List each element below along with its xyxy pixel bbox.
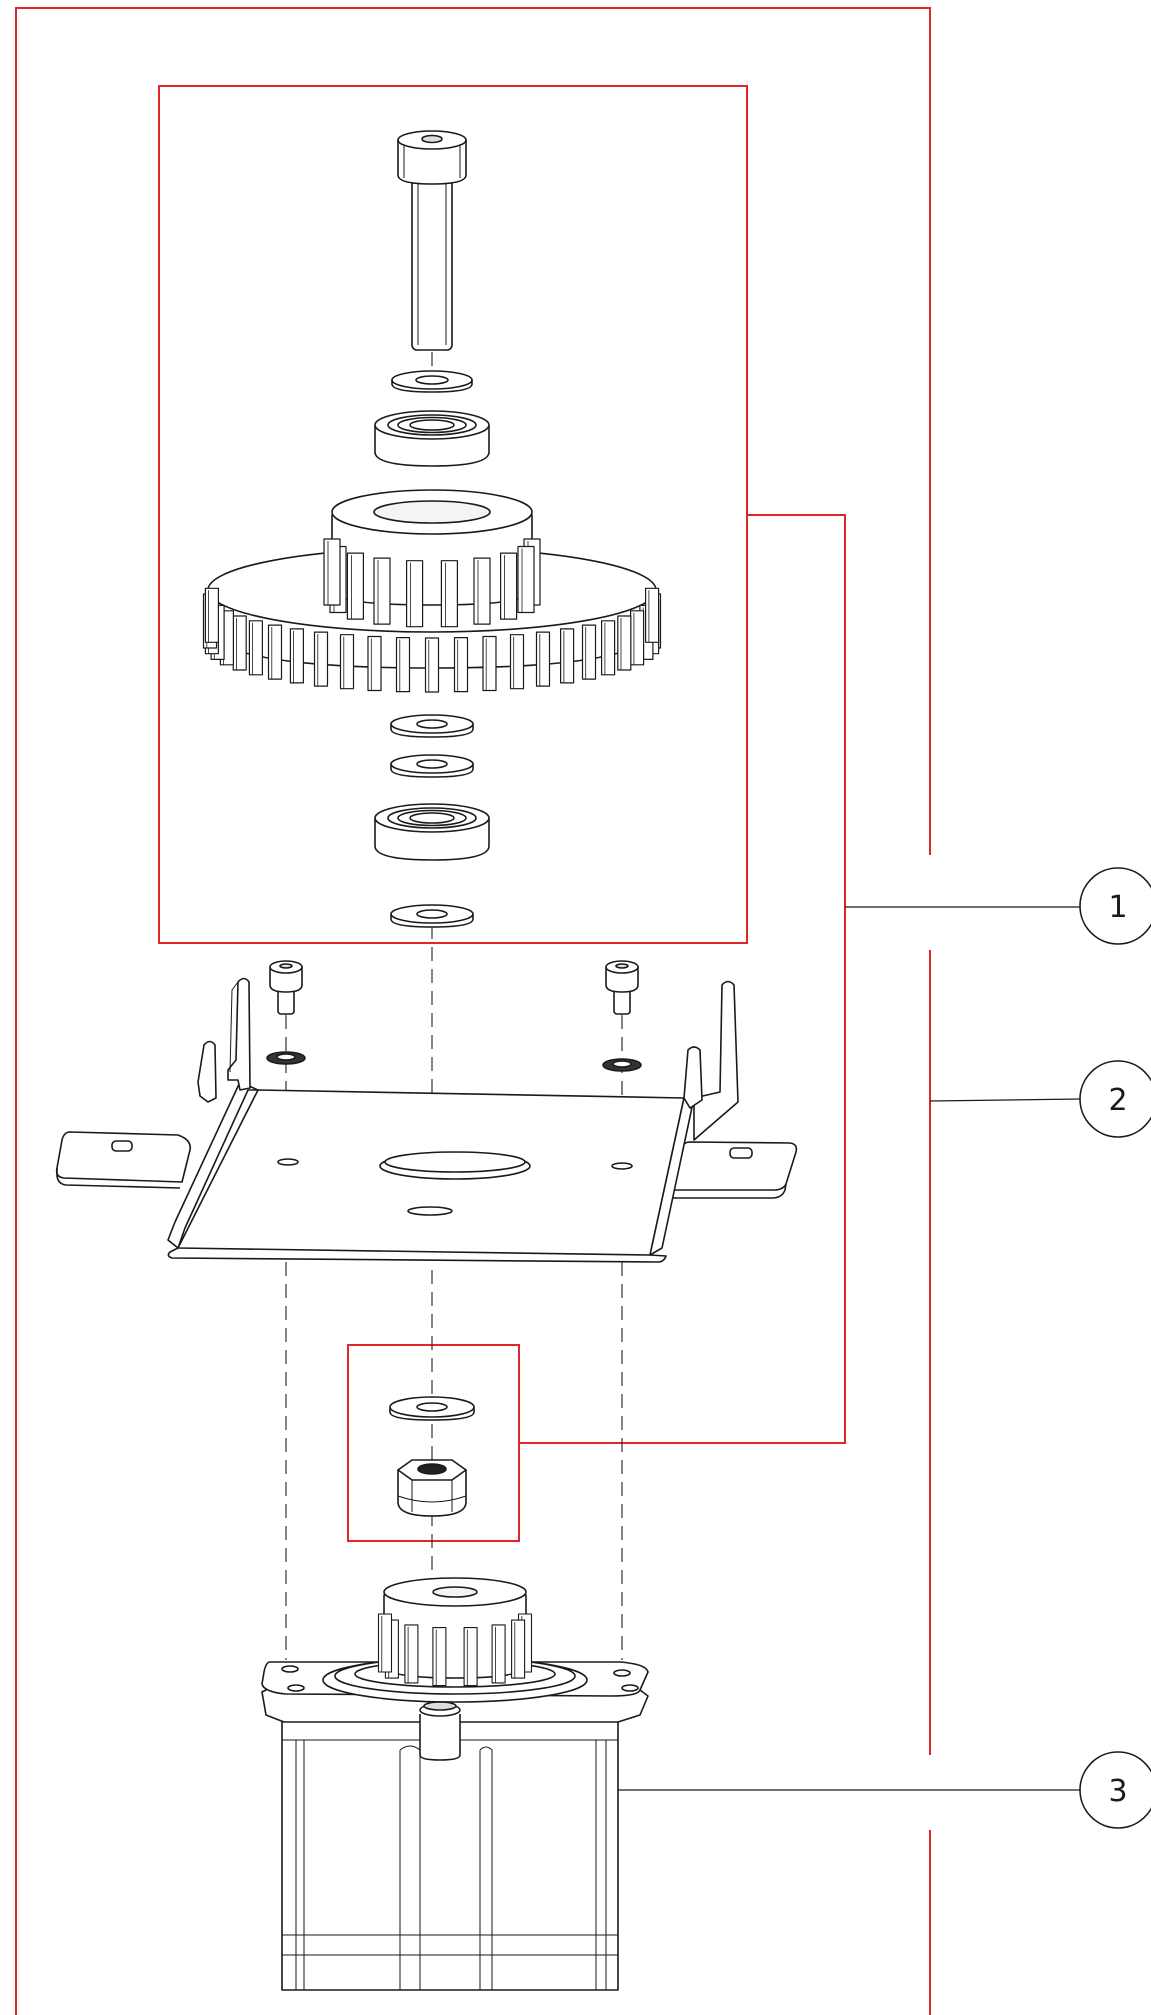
bearing-lower [375, 804, 489, 860]
small-gear-tooth [441, 561, 457, 627]
leader-2 [929, 1098, 1081, 1102]
large-gear-tooth [537, 632, 550, 686]
bearing-upper [375, 411, 489, 466]
callout-1-label: 1 [1108, 890, 1127, 925]
callout-2-circle [1079, 1060, 1151, 1138]
large-gear-tooth [426, 638, 439, 692]
large-gear-tooth [631, 611, 644, 665]
lock-washer-left [267, 1052, 305, 1064]
callout-1: 1 [1079, 867, 1151, 945]
small-gear-tooth [324, 539, 340, 605]
bracket-left-upright-short [198, 1042, 216, 1103]
bracket-screw-right [606, 961, 638, 1014]
callout-1-circle [1079, 867, 1151, 945]
pinion-tooth [405, 1625, 418, 1683]
bracket-right-upright-tall [694, 982, 738, 1141]
washer-mid-2 [391, 755, 473, 777]
small-gear-tooth [347, 553, 363, 619]
large-gear-teeth [204, 588, 661, 692]
cap-screw [398, 131, 466, 350]
bracket-right-upright-short [684, 1047, 702, 1108]
small-gear-tooth [407, 561, 423, 627]
pinion-tooth [379, 1614, 392, 1672]
pinion-tooth [433, 1628, 446, 1686]
lock-washer-right [603, 1059, 641, 1071]
small-gear-tooth [501, 553, 517, 619]
bracket-screw-left [270, 961, 302, 1014]
small-gear-teeth [324, 539, 540, 627]
group-frames [15, 7, 931, 2015]
leader-lines [541, 906, 1081, 1795]
pinion-tooth [464, 1628, 477, 1686]
motor-pinion-gear [379, 1578, 532, 1686]
callout-3: 3 [1079, 1751, 1151, 1829]
large-gear-tooth [269, 625, 282, 679]
stepper-motor [262, 1658, 648, 1990]
callout-3-circle [1079, 1751, 1151, 1829]
bracket-left-upright-tall [228, 979, 250, 1091]
small-gear-tooth [374, 558, 390, 624]
large-gear-tooth [483, 637, 496, 691]
washer-mid-1 [391, 715, 473, 737]
washer-bottom-box [391, 905, 473, 927]
pinion-tooth [492, 1625, 505, 1683]
small-gear-tooth [518, 547, 534, 613]
large-gear-tooth [205, 588, 218, 642]
large-gear-tooth [511, 635, 524, 689]
large-gear-tooth [602, 621, 615, 675]
callout-2: 2 [1079, 1060, 1151, 1138]
compound-gear [204, 490, 661, 692]
large-gear-tooth [397, 638, 410, 692]
large-gear-tooth [455, 638, 468, 692]
bracket-left-ear [57, 1132, 191, 1182]
large-gear-tooth [618, 616, 631, 670]
callout-2-label: 2 [1108, 1083, 1127, 1118]
callout1-bracket [519, 514, 846, 1444]
large-gear-tooth [646, 588, 659, 642]
pinion-tooth [512, 1620, 525, 1678]
large-gear-tooth [315, 632, 328, 686]
large-gear-tooth [368, 637, 381, 691]
motor-body [282, 1720, 618, 1990]
washer-lower-box [390, 1397, 474, 1420]
small-gear-tooth [474, 558, 490, 624]
large-gear-tooth [341, 635, 354, 689]
large-gear-tooth [561, 629, 574, 683]
large-gear-tooth [249, 621, 262, 675]
large-gear-tooth [233, 616, 246, 670]
callout-3-label: 3 [1108, 1774, 1127, 1809]
lock-nut [398, 1460, 466, 1516]
large-gear-tooth [583, 625, 596, 679]
washer-top [392, 371, 472, 392]
motor-mount-bracket [57, 979, 797, 1263]
assembly-frame-outer [15, 7, 931, 2015]
large-gear-tooth [290, 629, 303, 683]
